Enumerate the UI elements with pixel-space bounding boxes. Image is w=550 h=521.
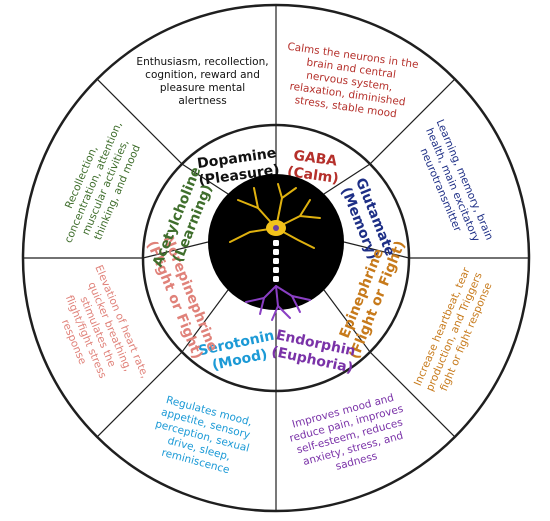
desc-norepinephrine: Elevation of heart rate,quicker breathin… (59, 263, 151, 380)
axon-segment (273, 258, 279, 264)
axon-terminal (259, 297, 265, 315)
outer-divider-line (96, 351, 183, 438)
axon-segment (273, 267, 279, 273)
inner-divider-lines (142, 125, 410, 391)
desc-line: cognition, reward and (145, 69, 260, 81)
desc-line: alertness (178, 95, 226, 107)
dendrite (253, 187, 259, 209)
axon-terminal (277, 305, 291, 319)
desc-line: pleasure mental (160, 82, 245, 94)
inner-divider-line (323, 289, 371, 353)
outer-divider-line (369, 78, 456, 165)
inner-divider-line (343, 241, 410, 259)
axon-segment (273, 276, 279, 282)
inner-divider-line (181, 289, 229, 353)
divider-lines (23, 5, 529, 511)
desc-serotonin: Regulates mood,appetite, sensorypercepti… (154, 394, 253, 476)
axon-segment (273, 240, 279, 246)
dendrite (299, 199, 311, 217)
inner-divider-line (181, 163, 229, 195)
desc-dopamine: Enthusiasm, recollection,cognition, rewa… (136, 56, 268, 107)
neuron-icon (229, 183, 321, 321)
desc-acetylcholine: Recollection,concentration, attention,mu… (63, 120, 143, 245)
outer-divider-line (96, 78, 183, 165)
axon-terminal (291, 295, 301, 313)
outer-ring (21, 3, 531, 513)
dendrite (281, 187, 297, 199)
desc-line: Enthusiasm, recollection, (136, 56, 268, 68)
nucleus (273, 225, 279, 231)
name-gaba: GABA (292, 148, 338, 170)
inner-divider-line (142, 241, 209, 259)
inner-divider-line (323, 163, 371, 195)
axon-segment (273, 249, 279, 255)
outer-divider-line (369, 351, 456, 438)
